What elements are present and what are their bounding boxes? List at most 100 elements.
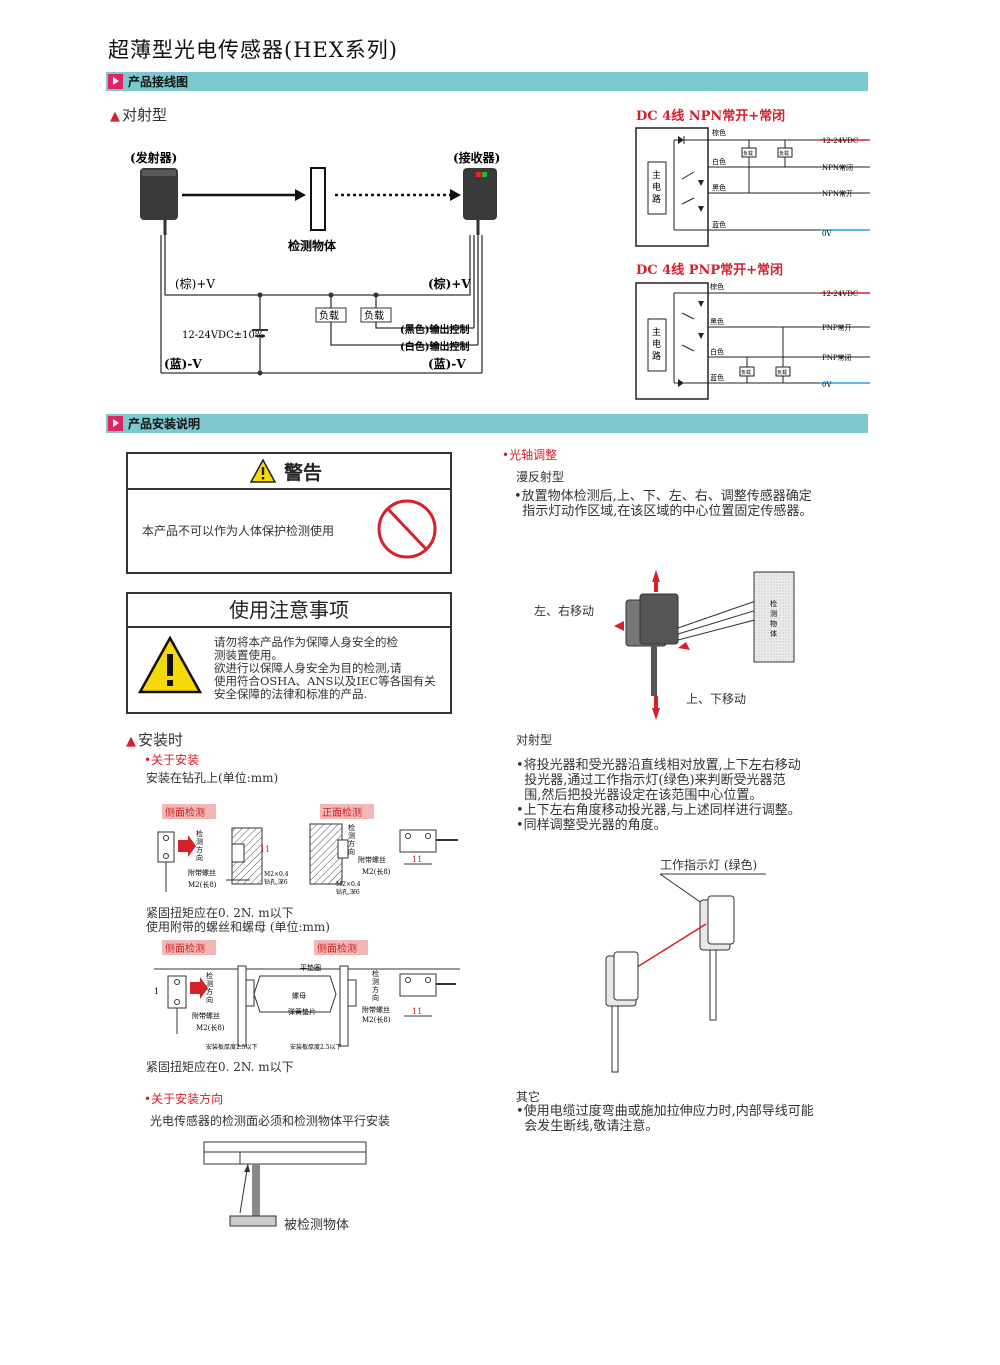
- svg-text:11: 11: [260, 845, 270, 854]
- through-adjust-diagram: [605, 873, 766, 1073]
- receiver-label: (接收器): [453, 150, 500, 165]
- svg-text:侧面检测: 侧面检测: [165, 942, 205, 955]
- through-beam-wiring-diagram: (发射器) 检测物体 (接收器) 负载 负载 (棕)+V (棕)+V 12-24…: [130, 150, 500, 376]
- warning-text: 本产品不可以作为人体保护检测使用: [142, 524, 335, 538]
- svg-text:NPN常开: NPN常开: [822, 189, 853, 198]
- lr-move-label: 左、右移动: [534, 604, 595, 618]
- svg-text:物: 物: [770, 619, 777, 628]
- white-output-label: (白色)输出控制: [400, 340, 469, 353]
- svg-text:PNP常闭: PNP常闭: [822, 353, 852, 362]
- svg-text:黑色: 黑色: [712, 183, 726, 192]
- detected-object: [310, 167, 326, 231]
- black-output-label: (黑色)输出控制: [400, 323, 469, 336]
- install-heading: ▲安装时: [126, 731, 184, 749]
- svg-text:向: 向: [206, 995, 213, 1004]
- emitter-sensor: [140, 168, 178, 220]
- svg-text:11: 11: [412, 1007, 422, 1016]
- diffuse-adjust-diagram: 检 测 物 体: [614, 570, 795, 720]
- svg-text:体: 体: [770, 629, 777, 638]
- svg-text:路: 路: [652, 350, 661, 362]
- svg-text:检: 检: [372, 969, 379, 978]
- svg-text:方: 方: [348, 839, 355, 848]
- section-bar-wiring: 产品接线图: [106, 72, 868, 91]
- svg-text:侧面检测: 侧面检测: [317, 942, 357, 955]
- torque-text-1: 紧固扭矩应在0. 2N. m以下: [146, 906, 294, 920]
- triangle-icon: ▲: [126, 734, 136, 749]
- direction-text: 光电传感器的检测面必须和检测物体平行安装: [150, 1114, 391, 1128]
- svg-text:向: 向: [348, 847, 355, 856]
- play-icon: [108, 74, 123, 89]
- svg-text:12-24VDC: 12-24VDC: [822, 137, 858, 145]
- svg-text:测: 测: [196, 838, 203, 846]
- svg-text:M2×0.4: M2×0.4: [264, 871, 289, 878]
- brown-plus-left: (棕)+V: [175, 276, 215, 291]
- svg-text:负载: 负载: [741, 369, 751, 376]
- svg-text:负载: 负载: [743, 150, 753, 157]
- svg-text:12-24VDC: 12-24VDC: [822, 290, 858, 298]
- svg-text:螺母: 螺母: [292, 991, 306, 1000]
- warning-triangle-icon: [250, 459, 276, 483]
- about-direction: •关于安装方向: [144, 1092, 224, 1106]
- svg-text:M2(长8): M2(长8): [188, 880, 217, 889]
- warning-title: 警告: [284, 462, 323, 484]
- svg-text:附带螺丝: 附带螺丝: [192, 1011, 220, 1020]
- svg-text:电: 电: [652, 181, 661, 193]
- svg-text:负载: 负载: [777, 369, 787, 376]
- section-label: 产品接线图: [128, 75, 189, 89]
- npn-circuit-diagram: 主 电 路 负载 负载 棕色 白色 黑色 蓝色 12-24VDC NPN常闭 N…: [635, 127, 870, 247]
- svg-text:0V: 0V: [822, 381, 832, 389]
- notice-box: 使用注意事项 请勿将本产品作为保障人身安全的检 测装置使用。 欲进行以保障人身安…: [126, 592, 452, 714]
- load-2: 负载: [364, 309, 384, 322]
- direction-diagram: [203, 1141, 367, 1227]
- svg-text:安装板厚度2.5以下: 安装板厚度2.5以下: [206, 1043, 258, 1051]
- diffuse-text: •放置物体检测后,上、下、左、右、调整传感器确定 指示灯动作区域,在该区域的中心…: [514, 489, 813, 519]
- svg-text:白色: 白色: [712, 157, 726, 166]
- svg-text:M2×0.4: M2×0.4: [336, 881, 361, 888]
- svg-text:钻孔,深6: 钻孔,深6: [336, 888, 360, 896]
- svg-text:平垫圈: 平垫圈: [300, 963, 321, 972]
- svg-text:M2(长8): M2(长8): [362, 867, 391, 876]
- nut-mount-diagram: 侧面检测 侧面检测 检 测 方 向 1 附带螺丝 M2(长8) 平垫圈 螺母 弹…: [154, 940, 460, 1051]
- indicator-label: 工作指示灯 (绿色): [660, 858, 758, 872]
- other-heading: 其它: [516, 1090, 541, 1104]
- blue-minus-right: (蓝)-V: [428, 356, 466, 371]
- svg-text:电: 电: [652, 338, 661, 350]
- warning-box: 警告 本产品不可以作为人体保护检测使用: [126, 452, 452, 574]
- caution-icon: [138, 636, 202, 694]
- svg-text:检: 检: [206, 971, 213, 980]
- svg-text:棕色: 棕色: [710, 282, 724, 291]
- svg-text:棕色: 棕色: [712, 128, 726, 137]
- drill-text: 安装在钻孔上(单位:mm): [146, 771, 279, 785]
- svg-text:方: 方: [372, 985, 379, 994]
- through-heading: 对射型: [516, 733, 553, 747]
- svg-text:测: 测: [372, 978, 379, 986]
- pnp-circuit-diagram: 主 电 路 负载 负载 棕色 黑色 白色 蓝色 12-24VDC PNP常开 P…: [635, 282, 870, 400]
- svg-text:测: 测: [770, 610, 777, 618]
- svg-text:侧面检测: 侧面检测: [165, 806, 205, 819]
- svg-text:方: 方: [196, 845, 203, 854]
- pnp-title: DC 4线 PNP常开+常闭: [636, 263, 784, 278]
- svg-text:黑色: 黑色: [710, 317, 724, 326]
- play-icon: [108, 416, 123, 431]
- axis-heading: •光轴调整: [502, 448, 558, 462]
- through-beam-heading: ▲对射型: [110, 106, 168, 124]
- torque-text-2: 紧固扭矩应在0. 2N. m以下: [146, 1060, 294, 1074]
- voltage-label: 12-24VDC±10%: [182, 330, 264, 341]
- notice-title: 使用注意事项: [229, 598, 349, 622]
- svg-text:钻孔,深6: 钻孔,深6: [264, 878, 288, 886]
- notice-text: 请勿将本产品作为保障人身安全的检 测装置使用。 欲进行以保障人身安全为目的检测,…: [214, 635, 436, 701]
- svg-text:安装板厚度2.5以下: 安装板厚度2.5以下: [290, 1043, 342, 1051]
- ud-move-label: 上、下移动: [686, 692, 747, 706]
- load-1: 负载: [319, 309, 339, 322]
- svg-text:主: 主: [652, 326, 661, 338]
- svg-text:检: 检: [770, 599, 777, 608]
- detected-object-label: 被检测物体: [284, 1218, 350, 1233]
- svg-text:检: 检: [348, 823, 355, 832]
- drill-mount-diagram: 侧面检测 正面检测 检 测 方 向 11 附带螺丝 M2(长8) M2×0.4 …: [157, 804, 458, 896]
- triangle-icon: ▲: [110, 109, 120, 124]
- svg-text:正面检测: 正面检测: [322, 806, 362, 819]
- svg-text:0V: 0V: [822, 230, 832, 238]
- svg-text:PNP常开: PNP常开: [822, 323, 852, 332]
- section-label: 产品安装说明: [128, 417, 201, 431]
- about-install: •关于安装: [144, 753, 200, 767]
